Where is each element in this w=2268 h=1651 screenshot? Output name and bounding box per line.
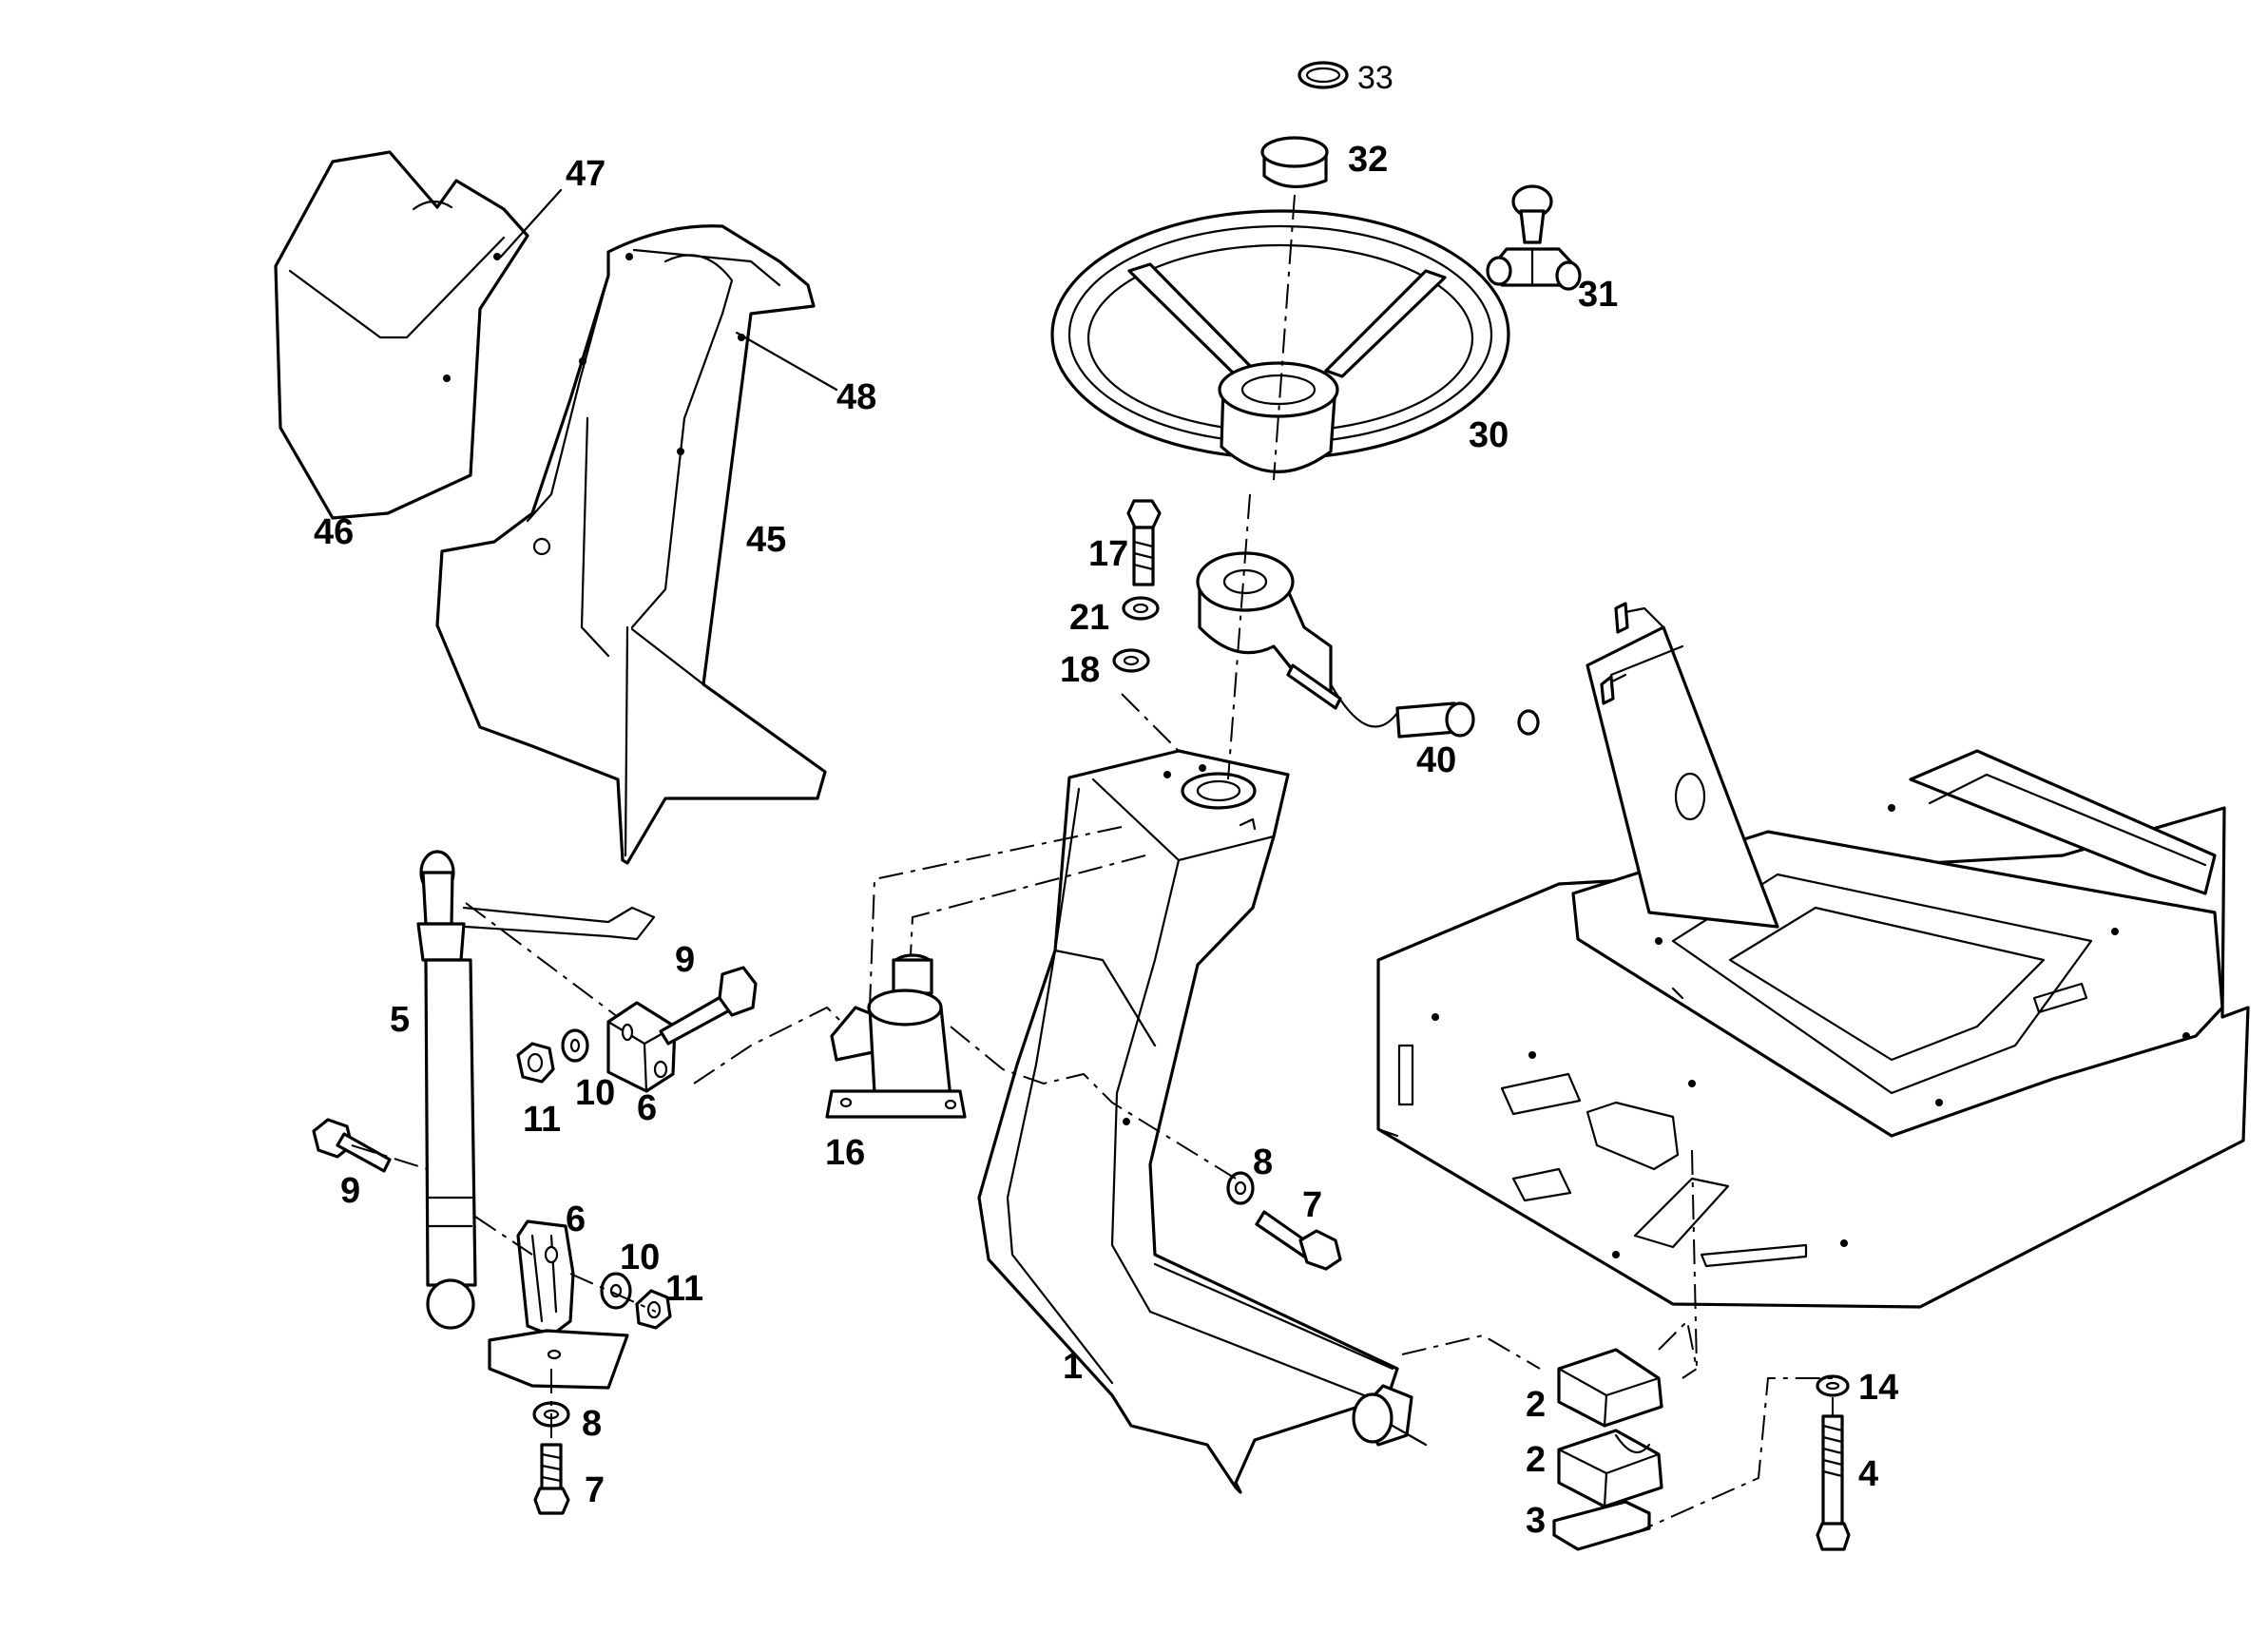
bracket-plate	[488, 1329, 629, 1390]
bolt-part-9-lower	[312, 1118, 392, 1173]
pivot-block-part-2-lower	[1557, 1429, 1663, 1508]
callout-10-upper: 10	[575, 1073, 615, 1113]
operator-platform	[1376, 602, 2250, 1309]
callout-10-lower: 10	[620, 1238, 660, 1277]
assembly-lines	[351, 194, 1834, 1536]
bolt-part-7-lower	[533, 1443, 570, 1515]
clevis-part-6-upper	[606, 1001, 677, 1093]
steering-unit-part-16	[825, 953, 967, 1119]
callout-32: 32	[1348, 140, 1388, 180]
front-cover-part-46	[274, 150, 529, 520]
callout-3: 3	[1526, 1501, 1546, 1541]
callout-47: 47	[566, 154, 605, 194]
callout-40: 40	[1416, 740, 1456, 780]
callout-45: 45	[746, 520, 786, 560]
callout-8-lower: 8	[582, 1404, 602, 1444]
bolt-part-4	[1816, 1414, 1851, 1551]
washer-part-14	[1816, 1374, 1850, 1397]
callout-16: 16	[825, 1133, 865, 1173]
washer-part-8-right	[1226, 1171, 1255, 1205]
callout-labels: 33 32 31 30 47 48 46 45 17 21 18 40 9 5 …	[314, 60, 1898, 1541]
callout-18: 18	[1060, 650, 1100, 690]
washer-part-10-upper	[561, 1028, 589, 1063]
pivot-block-part-2-upper	[1557, 1348, 1663, 1428]
callout-7-lower: 7	[585, 1470, 605, 1510]
leader-48	[735, 331, 838, 392]
callout-46: 46	[314, 512, 354, 552]
nut-part-11-upper	[516, 1042, 555, 1084]
callout-30: 30	[1469, 415, 1509, 455]
callout-6-upper: 6	[637, 1088, 657, 1128]
gas-strut-part-5	[416, 850, 656, 1330]
wheel-cap-part-32	[1260, 136, 1329, 189]
spinner-knob-part-31	[1486, 184, 1582, 291]
badge-part-33	[1297, 61, 1349, 89]
callout-2-upper: 2	[1526, 1385, 1546, 1425]
callout-6-lower: 6	[566, 1200, 586, 1239]
callout-11-upper: 11	[523, 1100, 561, 1140]
column-housing-part-45	[435, 224, 827, 865]
callout-48: 48	[836, 377, 876, 417]
leader-47	[499, 188, 563, 259]
shim-plate-part-3	[1552, 1500, 1651, 1551]
washer-part-10-lower	[600, 1272, 632, 1310]
bolt-part-17	[1126, 499, 1162, 586]
callout-11-lower: 11	[665, 1269, 703, 1309]
callout-5: 5	[390, 1000, 410, 1040]
clevis-part-6-lower	[516, 1219, 575, 1337]
column-support-part-1	[977, 749, 1428, 1494]
bolt-part-7-right	[1255, 1210, 1342, 1271]
washer-part-18	[1112, 648, 1150, 673]
callout-17: 17	[1088, 534, 1128, 574]
callout-7-right: 7	[1302, 1185, 1322, 1225]
callout-8-right: 8	[1253, 1142, 1273, 1182]
steering-wheel-part-30	[1050, 209, 1510, 473]
callout-9-lower: 9	[340, 1171, 360, 1211]
callout-14: 14	[1858, 1368, 1898, 1408]
callout-31: 31	[1578, 275, 1618, 315]
horn-switch-part-40	[1196, 551, 1540, 739]
callout-1: 1	[1063, 1347, 1083, 1387]
bolt-part-9-upper	[659, 966, 758, 1046]
nut-part-11-lower	[635, 1289, 672, 1330]
callout-4: 4	[1858, 1454, 1878, 1494]
washer-part-21	[1122, 596, 1160, 621]
callout-21: 21	[1069, 598, 1109, 638]
callout-33: 33	[1357, 60, 1393, 96]
callout-9-upper: 9	[675, 940, 695, 980]
callout-2-lower: 2	[1526, 1440, 1546, 1480]
